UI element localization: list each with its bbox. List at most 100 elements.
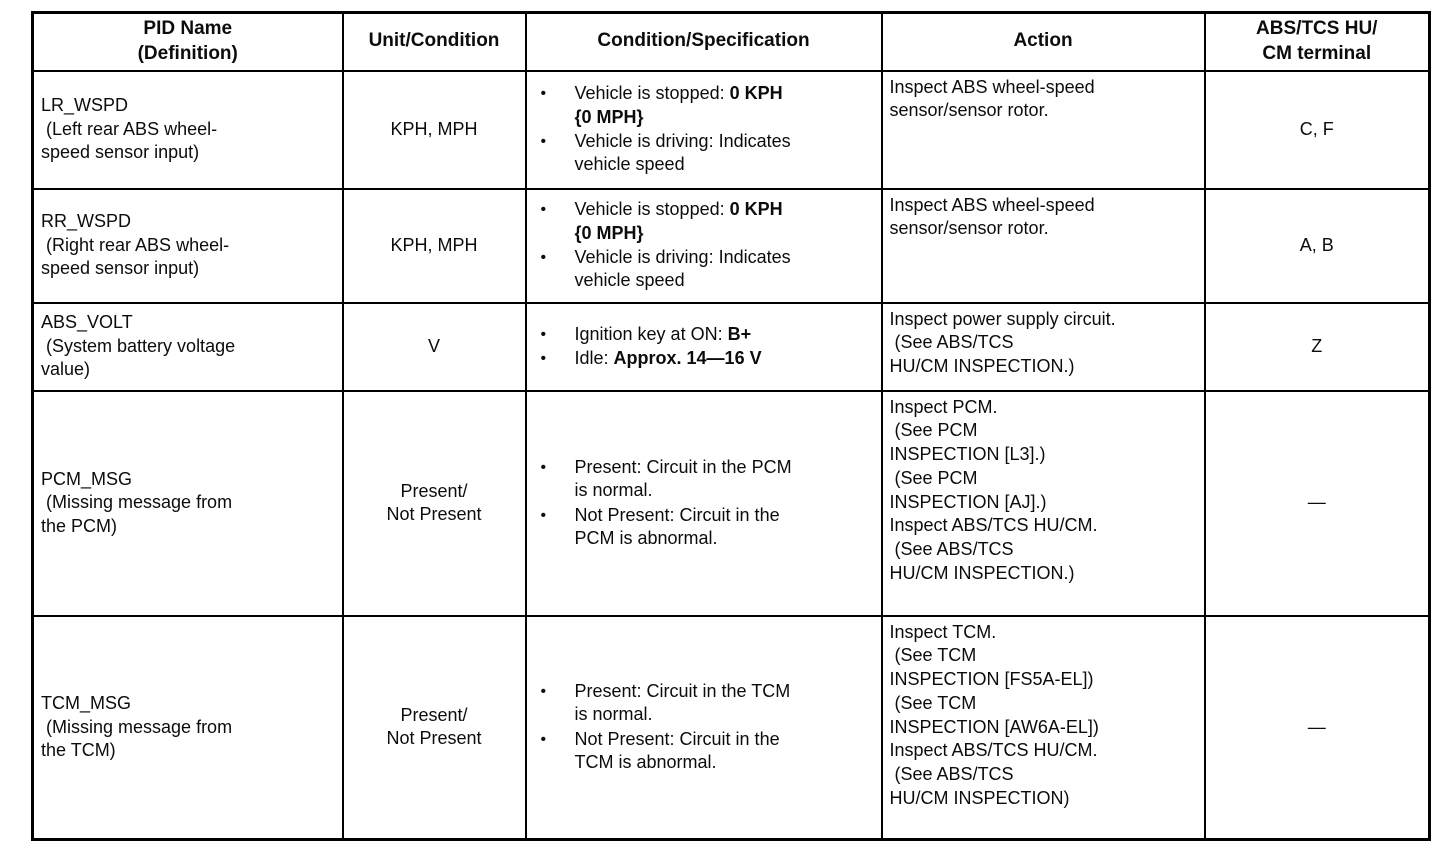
action-line: Inspect ABS wheel-speed [889,194,1095,215]
terminal-cell: Z [1203,301,1431,392]
header-label-line: CM terminal [1262,42,1372,64]
terminal-value: — [1307,492,1326,513]
column-header-unit-condition: Unit/Condition [341,11,527,72]
condition-text: Idle: Approx. 14—16 V [575,347,877,370]
pid-name-cell: RR_WSPD (Right rear ABS wheel-speed sens… [31,187,344,304]
condition-specification-cell: •Vehicle is stopped: 0 KPH{0 MPH}•Vehicl… [524,187,883,304]
unit-condition-line: Present/ [400,704,468,725]
action-line: (See ABS/TCS [889,332,1014,353]
table-body: LR_WSPD (Left rear ABS wheel-speed senso… [31,69,1431,841]
pid-definition-line: the TCM) [41,739,116,760]
action-line: (See TCM [889,645,977,666]
bullet-icon: • [540,201,547,219]
action-line: Inspect PCM. [889,396,998,417]
pid-name: PCM_MSG [41,468,133,489]
action-line: Inspect power supply circuit. [889,308,1116,329]
condition-segment: Present: Circuit in the TCM [574,680,791,701]
bullet-icon: • [540,249,547,266]
condition-segment: TCM is abnormal. [574,752,717,773]
unit-condition-cell: Present/Not Present [341,614,527,841]
action-line: (See ABS/TCS [889,539,1014,559]
condition-segment: PCM is abnormal. [574,527,718,548]
table-row: RR_WSPD (Right rear ABS wheel-speed sens… [31,187,1431,304]
header-label-line: Action [1013,30,1073,52]
bullet-icon: • [540,325,547,343]
header-label-line: ABS/TCS HU/ [1256,18,1378,40]
unit-condition-line: KPH, MPH [390,118,478,139]
unit-condition-cell: KPH, MPH [341,69,527,190]
condition-bullet-item: • Ignition key at ON: B+ [541,323,877,346]
condition-specification-cell: • Ignition key at ON: B+• Idle: Approx. 14… [524,301,883,392]
action-line: sensor/sensor rotor. [889,218,1049,239]
bullet-icon: • [540,730,547,748]
condition-text: Ignition key at ON: B+ [575,323,877,346]
pid-name: LR_WSPD [41,95,129,116]
action-line: Inspect TCM. [889,621,997,642]
unit-condition-line: Not Present [386,728,482,749]
condition-text: Present: Circuit in the PCM is normal. [575,456,877,503]
column-header-action: Action [880,11,1206,72]
unit-condition-cell: Present/Not Present [341,389,527,617]
action-line: INSPECTION [AW6A-EL]) [889,716,1099,737]
condition-value-bold: Approx. 14—16 V [613,348,762,368]
action-line: (See TCM [889,692,977,713]
pid-definition-line: (Left rear ABS wheel- [41,118,218,139]
pid-definition-line: (System battery voltage [41,335,236,356]
action-line: (See PCM [889,420,978,441]
action-line: HU/CM INSPECTION.) [889,356,1075,376]
bullet-icon: • [540,85,547,103]
condition-segment: vehicle speed [574,154,685,175]
column-header-condition-specification: Condition/Specification [524,11,883,72]
unit-condition-line: Present/ [400,480,468,501]
terminal-cell: C, F [1203,69,1431,190]
column-header-abstcs-terminal: ABS/TCS HU/CM terminal [1203,11,1431,72]
header-label-line: Condition/Specification [597,30,810,52]
header-label-line: Unit/Condition [368,30,500,52]
condition-value-bold: 0 KPH [729,199,783,220]
condition-text: Vehicle is stopped: 0 KPH{0 MPH} [575,82,877,129]
pid-definition-line: speed sensor input) [41,142,200,163]
action-line: (See PCM [889,467,978,488]
condition-segment: Present: Circuit in the PCM [574,456,792,477]
terminal-cell: — [1203,389,1431,617]
pid-definition-line: the PCM) [41,515,118,536]
condition-specification-cell: • Vehicle is stopped: 0 KPH{0 MPH}•Vehicl… [524,69,883,190]
pid-definition-line: (Right rear ABS wheel- [41,234,230,255]
unit-condition-line: Not Present [386,504,482,524]
terminal-value: C, F [1299,118,1334,139]
condition-segment: Not Present: Circuit in the [574,728,780,749]
condition-segment: Vehicle is stopped: [574,83,730,104]
bullet-icon: • [540,682,547,700]
action-line: HU/CM INSPECTION.) [889,562,1075,583]
action-cell: Inspect power supply circuit. (See ABS/T… [880,301,1206,392]
condition-bullet-item: • Present: Circuit in the PCM is normal. [541,456,877,503]
condition-value-bold: {0 MPH} [574,222,644,243]
condition-specification-cell: • Present: Circuit in the PCM is normal.• N… [524,389,883,617]
condition-value-bold: {0 MPH} [574,106,644,127]
condition-segment: Not Present: Circuit in the [574,504,780,525]
condition-segment: is normal. [574,480,653,501]
action-line: sensor/sensor rotor. [889,100,1049,121]
condition-segment: Vehicle is driving: Indicates [574,247,791,267]
pid-definition-line: speed sensor input) [41,258,200,279]
action-line: INSPECTION [AJ].) [889,491,1047,512]
action-line: (See ABS/TCS [889,764,1014,784]
bullet-icon: • [540,458,547,476]
